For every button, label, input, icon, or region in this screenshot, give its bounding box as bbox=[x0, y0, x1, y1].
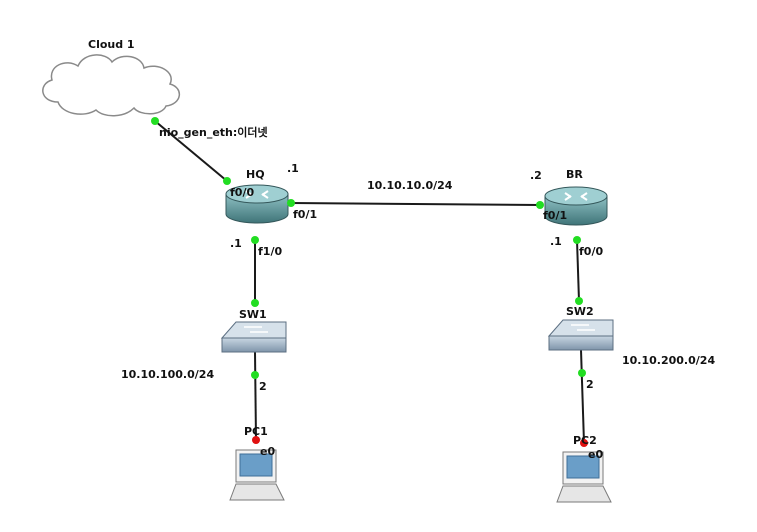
port-status-sw1-up bbox=[251, 299, 259, 307]
links bbox=[154, 120, 585, 444]
hq-port-f01-label: f0/1 bbox=[293, 208, 318, 221]
port-status-br-f01 bbox=[536, 201, 544, 209]
sw1-name-label: SW1 bbox=[239, 308, 267, 321]
pc1-port-label: e0 bbox=[260, 445, 276, 458]
link-cloud-hq[interactable] bbox=[154, 120, 228, 182]
br-ip-lan-label: .1 bbox=[550, 235, 562, 248]
hq-port-f10-label: f1/0 bbox=[258, 245, 283, 258]
switch-sw1-icon[interactable] bbox=[220, 321, 287, 353]
pc1-name-label: PC1 bbox=[244, 425, 268, 438]
router-hq-icon[interactable] bbox=[225, 184, 289, 224]
pc2-name-label: PC2 bbox=[573, 434, 597, 447]
br-port-f00-label: f0/0 bbox=[579, 245, 604, 258]
br-ip-wan-label: .2 bbox=[530, 169, 542, 182]
cloud-icon[interactable] bbox=[42, 54, 180, 117]
port-indicators bbox=[151, 117, 588, 447]
port-status-sw2-up bbox=[575, 297, 583, 305]
link-hq-br[interactable] bbox=[290, 202, 541, 206]
hq-port-f00-label: f0/0 bbox=[230, 186, 255, 199]
router-br-icon[interactable] bbox=[544, 186, 608, 226]
port-status-hq-f00 bbox=[223, 177, 231, 185]
port-status-pc2 bbox=[580, 439, 588, 447]
port-status-sw2-down bbox=[578, 369, 586, 377]
hq-ip-lan-label: .1 bbox=[230, 237, 242, 250]
hq-name-label: HQ bbox=[246, 168, 265, 181]
pc2-icon[interactable] bbox=[556, 451, 612, 503]
port-status-hq-f10 bbox=[251, 236, 259, 244]
port-status-pc1 bbox=[252, 436, 260, 444]
sw1-port-label: 2 bbox=[259, 380, 267, 393]
cloud-name-label: Cloud 1 bbox=[88, 38, 135, 51]
port-status-hq-f01 bbox=[287, 199, 295, 207]
br-name-label: BR bbox=[566, 168, 583, 181]
lan2-network-label: 10.10.200.0/24 bbox=[622, 354, 716, 367]
pc1-icon[interactable] bbox=[229, 449, 285, 501]
cloud-port-label: nio_gen_eth:이더넷 bbox=[159, 126, 268, 139]
link-sw1-pc1[interactable] bbox=[254, 351, 257, 441]
port-status-br-f00 bbox=[573, 236, 581, 244]
sw2-port-label: 2 bbox=[586, 378, 594, 391]
pc2-port-label: e0 bbox=[588, 448, 604, 461]
sw2-name-label: SW2 bbox=[566, 305, 594, 318]
switch-sw2-icon[interactable] bbox=[547, 319, 614, 351]
lan1-network-label: 10.10.100.0/24 bbox=[121, 368, 215, 381]
port-status-cloud bbox=[151, 117, 159, 125]
port-status-sw1-down bbox=[251, 371, 259, 379]
wan-network-label: 10.10.10.0/24 bbox=[367, 179, 453, 192]
link-sw2-pc2[interactable] bbox=[580, 349, 585, 444]
link-br-sw2[interactable] bbox=[576, 239, 580, 302]
br-port-f01-label: f0/1 bbox=[543, 209, 568, 222]
hq-ip-wan-label: .1 bbox=[287, 162, 299, 175]
